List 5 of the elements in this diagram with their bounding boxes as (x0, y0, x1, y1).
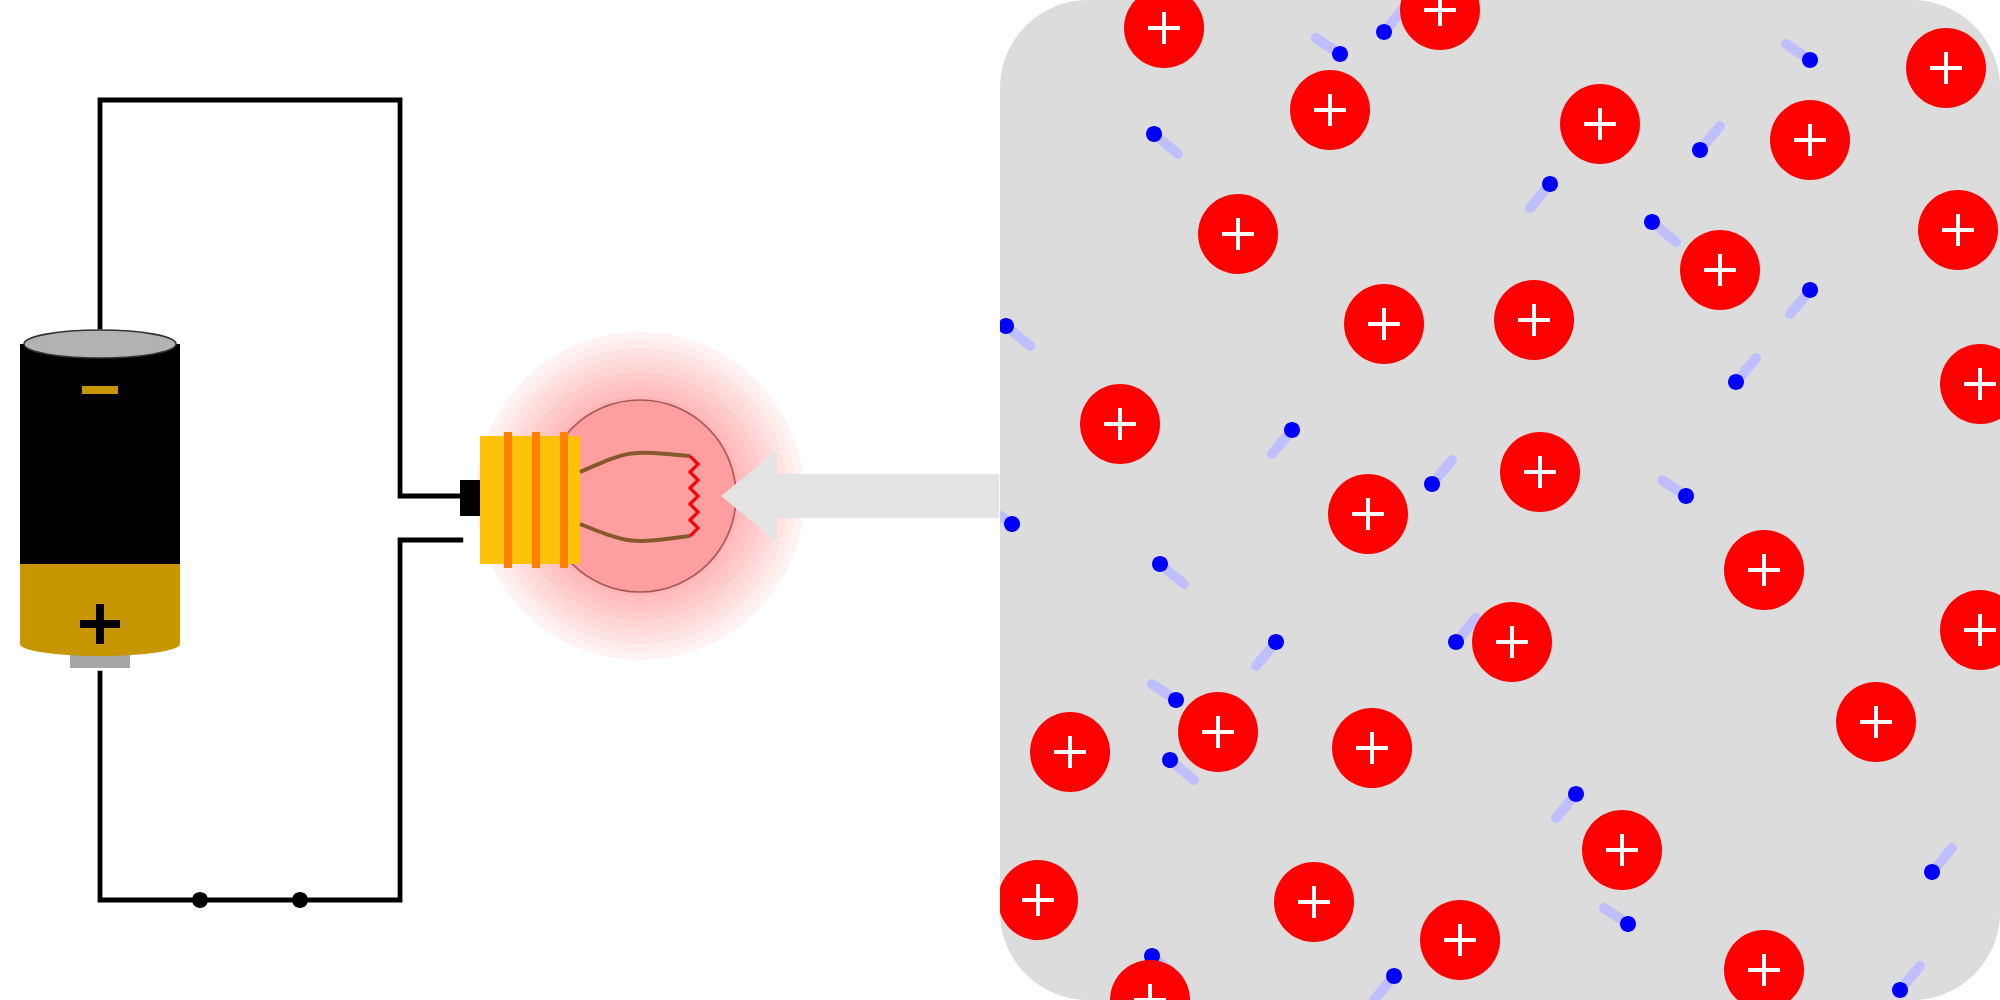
light-bulb-drawing (460, 332, 804, 660)
wire (97, 537, 464, 903)
wire (97, 97, 464, 499)
battery-drawing (20, 329, 180, 668)
zoom-panel-drawing (1000, 0, 2000, 1000)
